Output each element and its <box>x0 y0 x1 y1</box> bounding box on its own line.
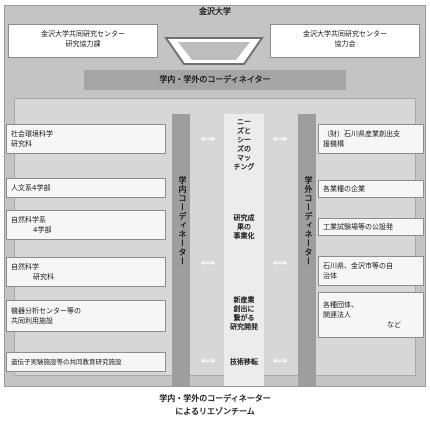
coordinator-band: 学内・学外のコーディネイター <box>84 70 346 90</box>
right-box-5: 各種団体、 関連法人 など <box>318 292 424 338</box>
center-item-tech-transfer-l1: 技術移転 <box>230 358 258 366</box>
center-item-commercialization-l2: 果の <box>237 223 251 231</box>
center-item-commercialization: 研究成 果の 事業化 <box>224 214 264 241</box>
external-coordinator-column <box>298 114 316 386</box>
right-box-2: 各業種の企業 <box>318 180 424 198</box>
left-box-4: 自然科学 研究科 <box>6 257 166 287</box>
right-box-1-line1: （財）石川県産業創出支 <box>323 130 400 138</box>
top-left-line1: 金沢大学共同研究センター <box>41 30 125 38</box>
arrow-icon: ⟺ <box>200 356 216 367</box>
bottom-title-line2: によるリエゾンチーム <box>175 407 255 416</box>
internal-coordinator-label: 学内コーディネーター <box>178 176 187 266</box>
left-box-3-line1: 自然科学系 <box>11 216 46 224</box>
center-item-rnd-l1: 新産業 <box>233 296 255 304</box>
center-item-rnd-l3: 繋がる <box>233 314 255 322</box>
center-item-commercialization-l1: 研究成 <box>233 214 255 222</box>
left-box-4-line1: 自然科学 <box>11 263 39 271</box>
right-box-2-line1: 各業種の企業 <box>323 185 365 193</box>
left-box-1-line1: 社会環境科学 <box>11 130 53 138</box>
right-box-5-extra: など <box>387 321 401 329</box>
bottom-title: 学内・学外のコーディネーター によるリエゾンチーム <box>0 392 430 418</box>
right-box-3: 工業試験場等の公設発 <box>318 218 424 236</box>
left-box-2-line1: 人文系4学部 <box>11 184 51 192</box>
right-box-4-line2: 治体 <box>323 272 337 280</box>
right-box-1: （財）石川県産業創出支 援機構 <box>318 124 424 154</box>
left-box-3: 自然科学系 4学部 <box>6 210 166 240</box>
center-item-matching-l6: チング <box>233 163 255 171</box>
center-item-matching-l1: ニー <box>237 118 251 126</box>
funnel-shape <box>164 37 264 65</box>
arrow-icon: ⟺ <box>272 356 288 367</box>
center-column <box>224 114 264 386</box>
internal-coordinator-column <box>172 114 190 386</box>
left-box-2: 人文系4学部 <box>6 178 166 198</box>
center-item-tech-transfer: 技術移転 <box>224 358 264 367</box>
left-box-1-line2: 研究科 <box>11 140 32 148</box>
arrow-icon: ⟺ <box>200 258 216 269</box>
right-box-3-line1: 工業試験場等の公設発 <box>323 223 393 231</box>
top-left-line2: 研究協力課 <box>65 40 101 48</box>
center-item-rnd-l2: 創出に <box>233 305 255 313</box>
center-item-matching-l4: ズの <box>237 145 251 153</box>
top-left-box: 金沢大学共同研究センター 研究協力課 <box>8 24 158 58</box>
center-item-rnd-l4: 研究開発 <box>230 323 258 331</box>
right-box-5-line2: 関連法人 <box>323 311 351 319</box>
right-box-4-line1: 石川県、金沢市等の自 <box>323 262 393 270</box>
left-box-6-line1: 遺伝子実験施設等の共同教育研究施設 <box>11 358 122 366</box>
center-item-matching-l5: マッ <box>237 154 251 162</box>
left-box-3-line2: 4学部 <box>33 226 52 234</box>
arrow-icon: ⟺ <box>200 134 216 145</box>
top-right-line2: 協力会 <box>334 40 356 48</box>
center-item-matching: ニー ズと シー ズの マッ チング <box>224 118 264 172</box>
left-box-6: 遺伝子実験施設等の共同教育研究施設 <box>6 352 166 372</box>
center-item-rnd: 新産業 創出に 繋がる 研究開発 <box>224 296 264 332</box>
right-box-4: 石川県、金沢市等の自 治体 <box>318 256 424 286</box>
arrow-icon: ⟺ <box>272 258 288 269</box>
right-box-5-line1: 各種団体、 <box>323 301 358 309</box>
right-box-1-line2: 援機構 <box>323 140 344 148</box>
external-coordinator-label: 学外コーディネーター <box>304 176 313 266</box>
top-title: 金沢大学 <box>199 7 231 16</box>
left-box-4-line2: 研究科 <box>33 273 54 281</box>
center-item-matching-l2: ズと <box>237 127 251 135</box>
left-box-5-line1: 機器分析センター等の <box>11 307 81 315</box>
bottom-title-line1: 学内・学外のコーディネーター <box>159 394 271 403</box>
top-right-box: 金沢大学共同研究センター 協力会 <box>270 24 420 58</box>
left-box-5: 機器分析センター等の 共同利用施設 <box>6 300 166 332</box>
arrow-icon: ⟺ <box>272 134 288 145</box>
center-item-matching-l3: シー <box>237 136 251 144</box>
left-box-5-line2: 共同利用施設 <box>11 317 53 325</box>
top-right-line1: 金沢大学共同研究センター <box>303 30 387 38</box>
center-item-commercialization-l3: 事業化 <box>233 232 255 240</box>
left-box-1: 社会環境科学 研究科 <box>6 124 166 154</box>
